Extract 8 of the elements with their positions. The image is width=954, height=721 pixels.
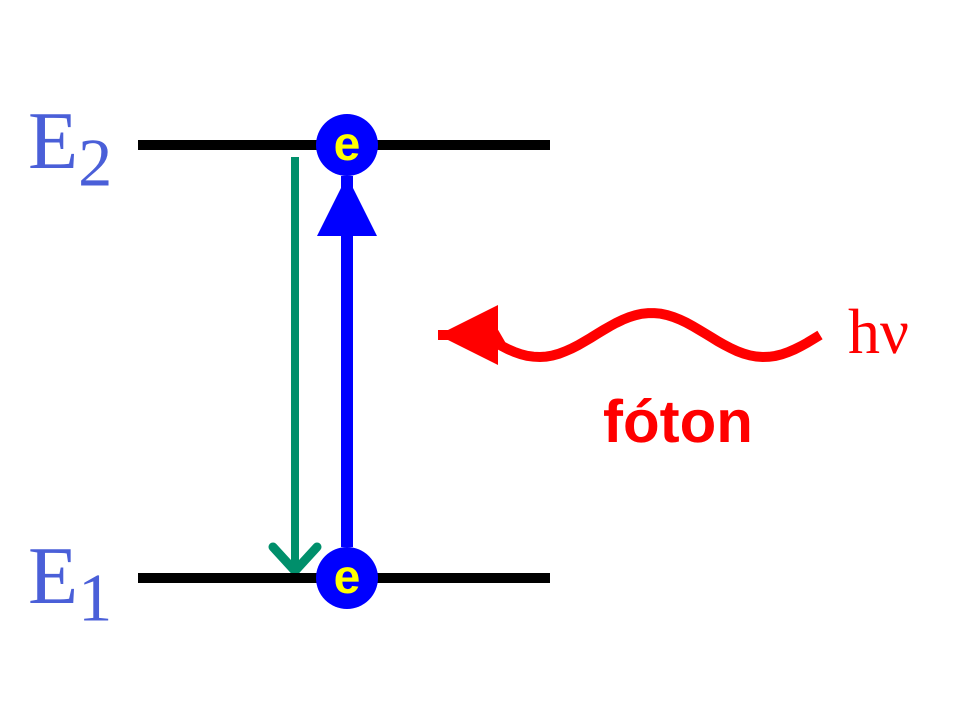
electron-circle: e [316,114,378,176]
electron-circle: e [316,547,378,609]
photon-energy-label: hν [848,300,909,364]
arrow [317,176,377,547]
energy-level-label: E$_{1}$ [28,535,112,632]
wavy-arrow [438,305,823,365]
arrow [268,157,322,576]
energy-level-label: E$_{2}$ [28,100,112,197]
